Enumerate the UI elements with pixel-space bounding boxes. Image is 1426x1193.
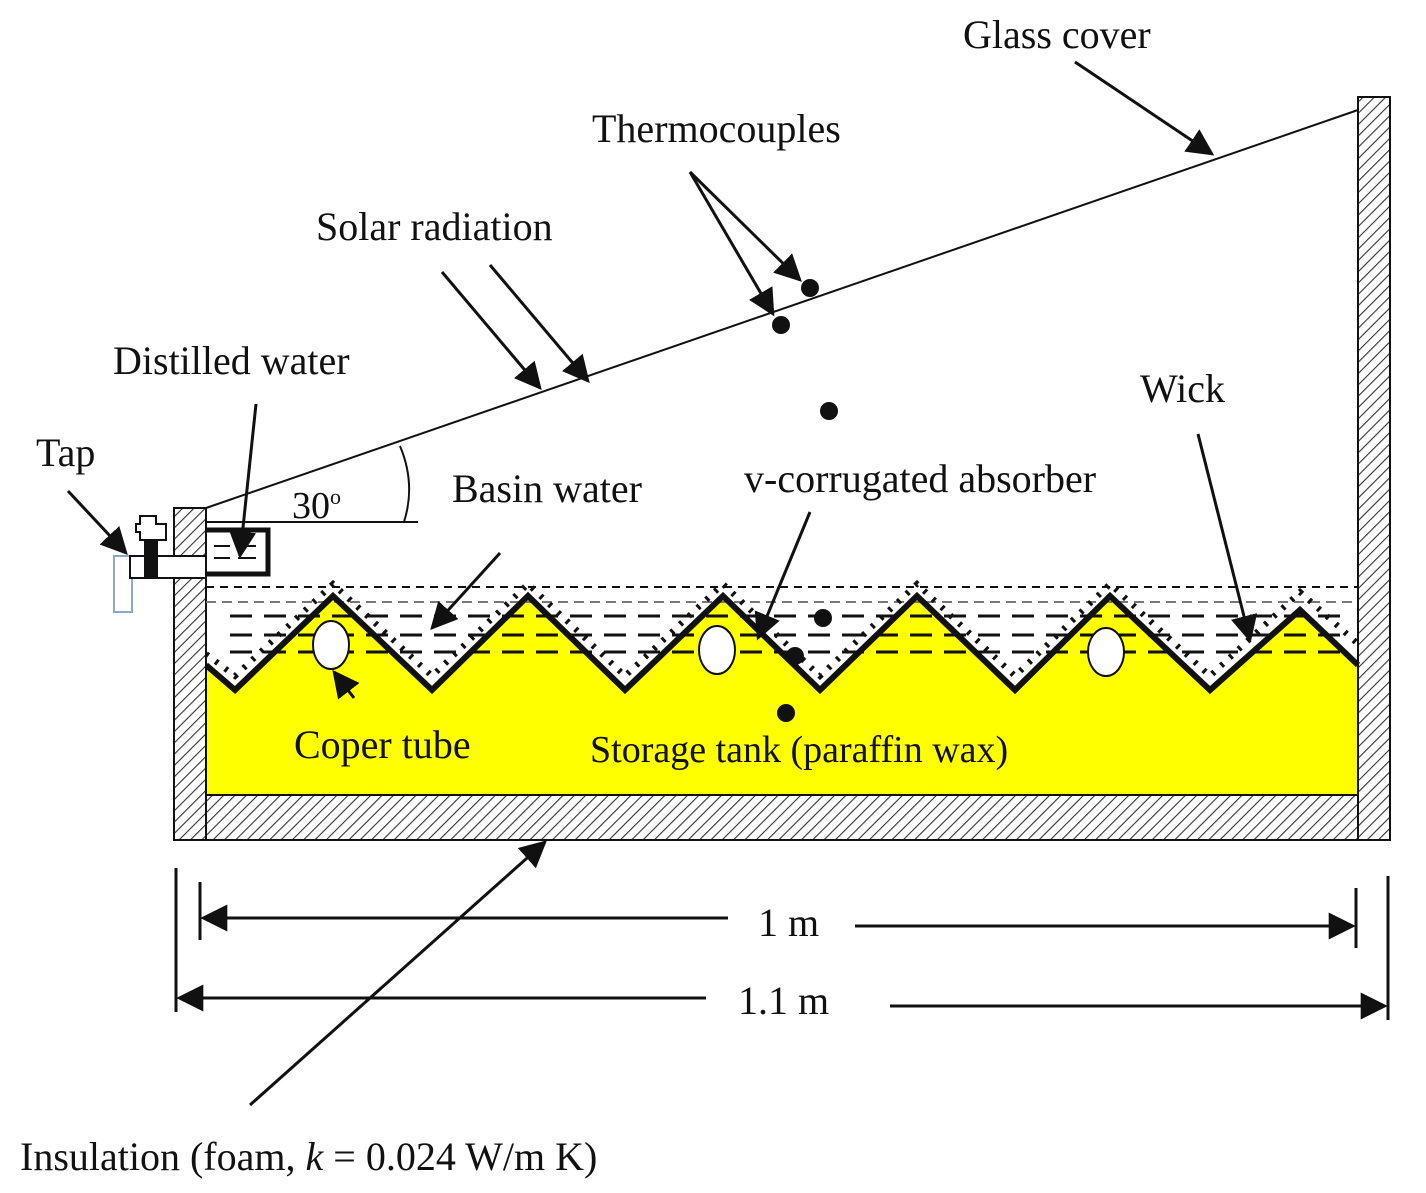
angle-label: 30o — [292, 484, 341, 527]
storage-tank-label: Storage tank (paraffin wax) — [590, 729, 1008, 771]
insulation-label: Insulation (foam, k = 0.024 W/m K) — [20, 1134, 597, 1179]
copper-tube-label: Coper tube — [294, 722, 471, 767]
wick-arrow — [1196, 433, 1258, 643]
glass-cover-arrow — [1074, 60, 1215, 156]
insulation-arrow — [249, 840, 548, 1107]
thermocouple-dot — [772, 316, 790, 334]
thermocouple-dot — [777, 704, 795, 722]
insulation-right-wall — [1357, 96, 1391, 841]
trough-water-dashes — [214, 545, 256, 559]
insulation-bottom — [205, 794, 1359, 841]
dim-inner-label: 1 m — [758, 900, 819, 945]
wick-layer — [204, 579, 1361, 681]
paraffin-wax-fill — [206, 596, 1358, 795]
tap-icon — [113, 515, 207, 613]
angle-arc — [399, 445, 411, 523]
glass-cover — [205, 109, 1359, 509]
tap-label: Tap — [36, 430, 95, 475]
glass-cover-label: Glass cover — [963, 12, 1151, 57]
distilled-water-label: Distilled water — [113, 338, 350, 383]
dimension-lines — [174, 868, 1390, 1020]
solar-radiation-arrow — [488, 264, 590, 384]
wick-label: Wick — [1140, 366, 1225, 411]
v-corrugated-absorber — [204, 591, 1361, 695]
distilled-water-trough — [206, 527, 271, 577]
copper-tube-arrow — [332, 669, 360, 700]
thermocouple-arrow — [688, 171, 775, 317]
copper-tube — [698, 625, 736, 675]
distilled-water-arrow — [229, 403, 258, 559]
solar-radiation-label: Solar radiation — [316, 204, 553, 249]
degree-superscript: o — [330, 484, 341, 509]
absorber-label: v-corrugated absorber — [744, 456, 1096, 501]
thermocouple-dot — [786, 647, 804, 665]
absorber-arrow — [754, 511, 812, 641]
thermocouple-arrow — [688, 170, 802, 282]
thermocouple-dot — [814, 609, 832, 627]
solar-radiation-arrow — [440, 271, 542, 391]
thermocouple-dot — [801, 279, 819, 297]
callout-arrows — [66, 60, 1258, 1107]
copper-tube — [312, 620, 350, 670]
dim-outer-label: 1.1 m — [738, 978, 829, 1023]
basin-water-label: Basin water — [452, 466, 642, 511]
copper-tube — [1087, 627, 1125, 677]
basin-water-arrow — [430, 551, 502, 631]
tap-arrow — [66, 489, 128, 555]
thermocouple-dot — [820, 402, 838, 420]
thermocouples-label: Thermocouples — [592, 106, 841, 151]
